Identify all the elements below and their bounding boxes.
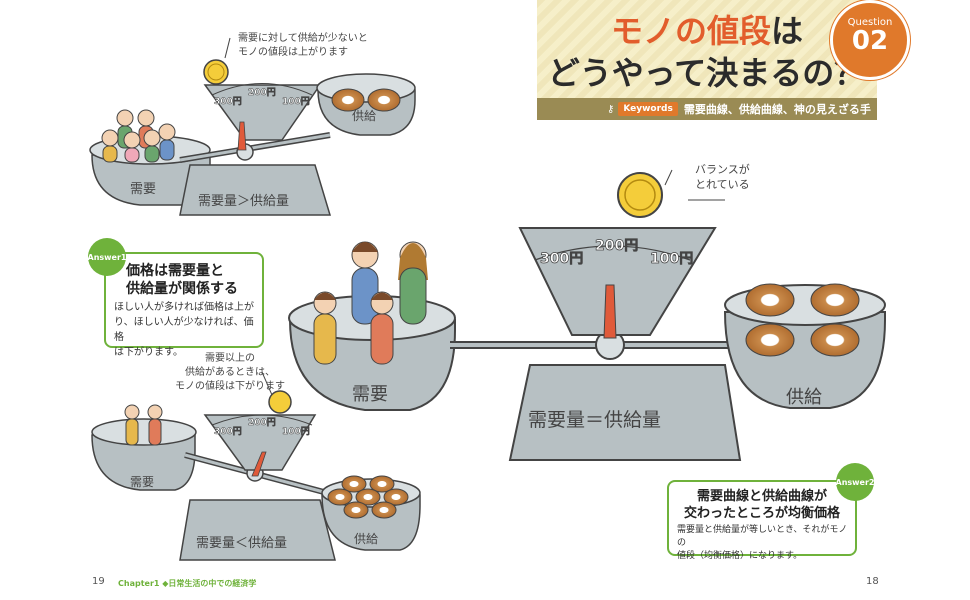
top-base-label: 需要量＞供給量 [198, 194, 290, 209]
top-scale [89, 59, 416, 216]
bottom-scale [91, 390, 421, 561]
center-note: バランスが とれている [695, 162, 750, 192]
bottom-note-line1: 需要以上の [205, 353, 255, 364]
title-rest-text: は [771, 12, 804, 50]
bottom-note: 需要以上の 供給があるときは、 モノの値段は下がります [175, 352, 285, 394]
bottom-note-line2: 供給があるときは、 [185, 367, 275, 378]
title-accent-text: モノの値段 [610, 12, 771, 50]
answer2-body-line1: 需要量と供給量が等しいとき、それがモノの [677, 525, 848, 548]
top-price-200: 200円 [248, 88, 276, 99]
keywords-bar: ⚷ Keywords 需要曲線、供給曲線、神の見えざる手 [537, 98, 877, 120]
center-price-300: 300円 [540, 251, 584, 268]
chapter-label: Chapter1 ◆日常生活の中での経済学 [118, 579, 257, 588]
top-note-line1: 需要に対して供給が少ないと [238, 33, 368, 44]
answer1-heading-line2: 供給量が関係する [126, 281, 238, 297]
page-title-line2: どうやって決まるの？ [547, 54, 867, 92]
question-word: Question [847, 17, 893, 28]
top-demand-label: 需要 [130, 182, 157, 197]
answer1-body-line2: り、ほしい人が少なければ、価格 [114, 317, 254, 343]
bottom-price-300: 300円 [214, 427, 242, 438]
bottom-note-line3: モノの値段は下がります [175, 381, 285, 392]
question-number: 02 [851, 26, 889, 56]
answer1-body: ほしい人が多ければ価格は上が り、ほしい人が少なければ、価格 は下がります。 [114, 300, 262, 360]
answer2-heading: 需要曲線と供給曲線が 交わったところが均衡価格 [669, 488, 855, 522]
center-scale [288, 172, 886, 461]
keywords-label: Keywords [618, 102, 678, 116]
center-note-line2: とれている [695, 178, 750, 191]
center-people [313, 241, 428, 365]
center-note-line1: バランスが [695, 163, 750, 176]
answer2-heading-line1: 需要曲線と供給曲線が [696, 489, 827, 504]
top-people [101, 109, 176, 163]
top-price-100: 100円 [282, 97, 310, 108]
answer1-body-line1: ほしい人が多ければ価格は上が [114, 302, 254, 313]
top-note: 需要に対して供給が少ないと モノの値段は上がります [238, 32, 368, 60]
title-panel: モノの値段は どうやって決まるの？ [537, 0, 877, 98]
top-price-300: 300円 [214, 97, 242, 108]
key-icon: ⚷ [607, 103, 615, 115]
bottom-base-label: 需要量＜供給量 [196, 536, 288, 551]
answer2-heading-line2: 交わったところが均衡価格 [683, 506, 840, 521]
bottom-price-100: 100円 [282, 427, 310, 438]
center-price-200: 200円 [595, 238, 639, 255]
answer1-badge: Answer1 [88, 238, 127, 276]
bottom-price-200: 200円 [248, 418, 276, 429]
answer2-badge: Answer2 [836, 463, 875, 501]
center-demand-label: 需要 [352, 384, 388, 405]
center-price-100: 100円 [650, 251, 694, 268]
answer1-heading-line1: 価格は需要量と [126, 263, 224, 279]
answer1-box: 価格は需要量と 供給量が関係する ほしい人が多ければ価格は上が り、ほしい人が少… [104, 252, 264, 358]
question-badge: Question 02 [830, 0, 910, 80]
center-base-label: 需要量＝供給量 [528, 409, 662, 431]
right-page-number: 18 [866, 576, 879, 587]
bottom-demand-label: 需要 [130, 475, 155, 489]
page-title-line1: モノの値段は [537, 6, 877, 52]
answer2-body-line2: 値段（均衡価格）になります。 [677, 551, 803, 561]
bottom-supply-label: 供給 [354, 532, 379, 546]
answer1-body-line3: は下がります。 [114, 347, 183, 358]
top-supply-label: 供給 [352, 109, 377, 123]
left-page-number: 19 [92, 576, 105, 587]
center-supply-label: 供給 [786, 387, 822, 408]
keywords-text: 需要曲線、供給曲線、神の見えざる手 [683, 103, 871, 116]
answer2-box: 需要曲線と供給曲線が 交わったところが均衡価格 需要量と供給量が等しいとき、それ… [667, 480, 857, 561]
top-note-line2: モノの値段は上がります [238, 47, 348, 58]
answer2-body: 需要量と供給量が等しいとき、それがモノの 値段（均衡価格）になります。 [677, 524, 855, 563]
answer1-heading: 価格は需要量と 供給量が関係する [116, 262, 238, 298]
